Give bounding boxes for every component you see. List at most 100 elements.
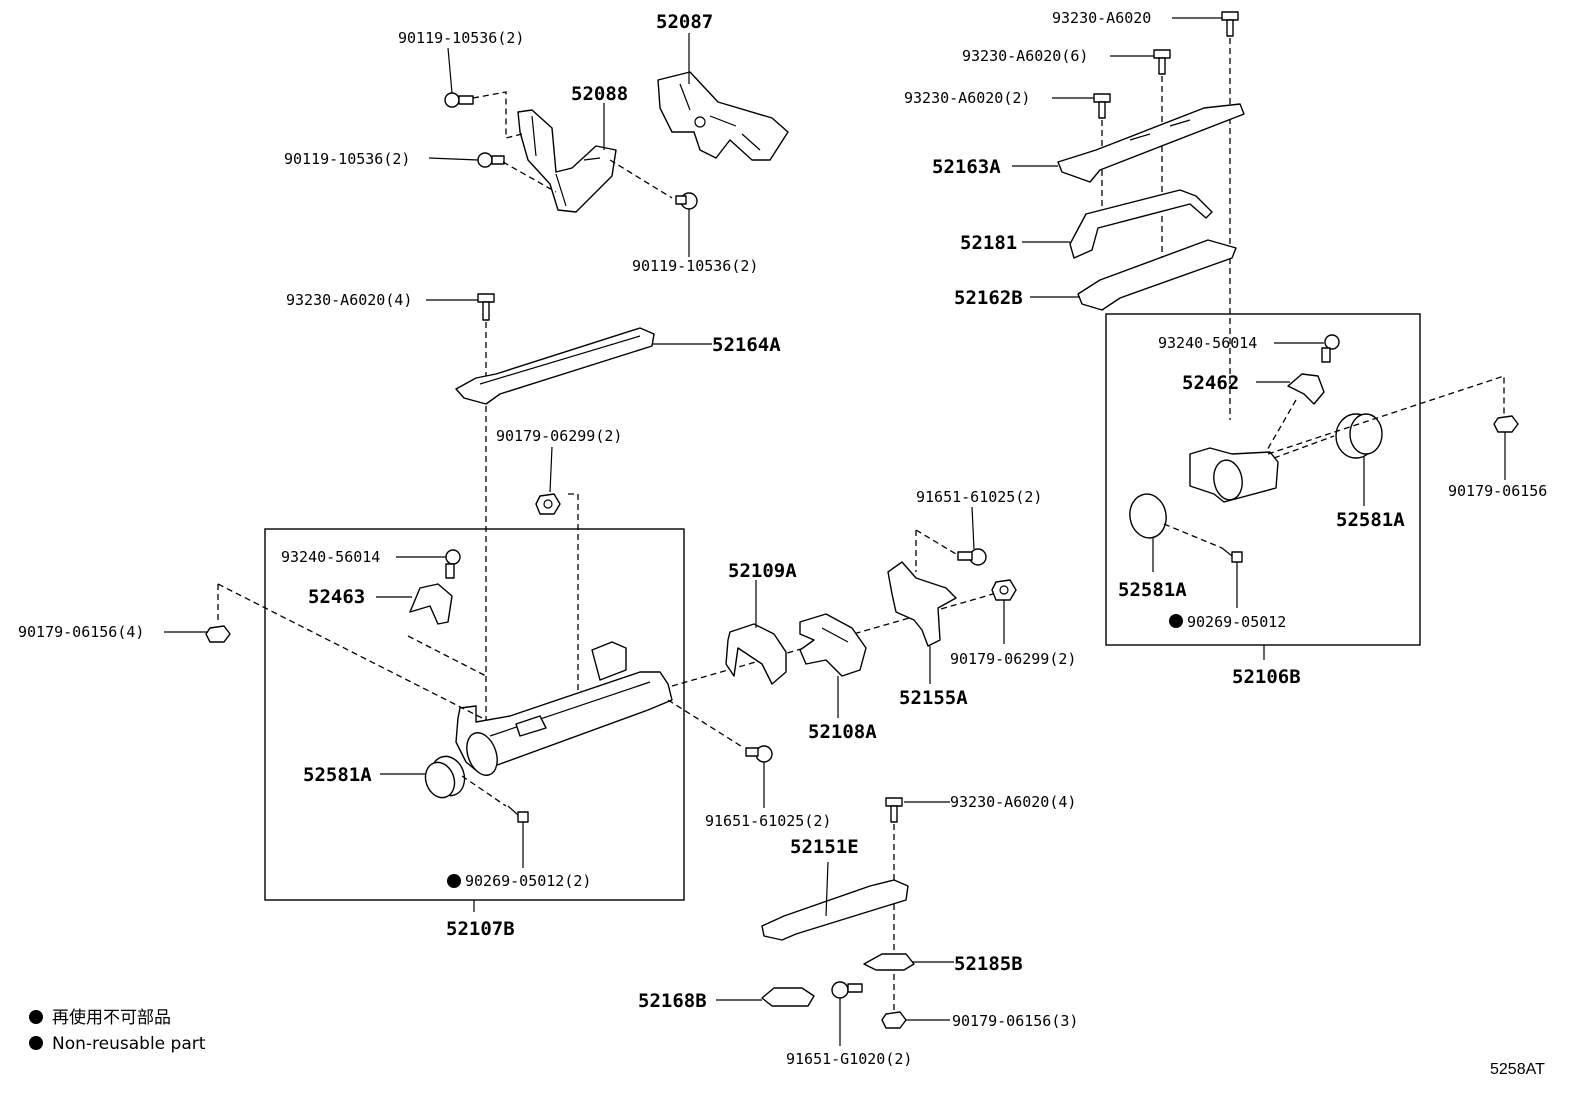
- part-label-90179-06156: 90179-06156(4): [18, 623, 144, 641]
- part-label-90119-10536: 90119-10536(2): [398, 29, 524, 47]
- dashed-guide: [568, 493, 579, 700]
- part-label-90179-06156: 90179-06156: [1448, 482, 1547, 500]
- part-label-90179-06299: 90179-06299(2): [496, 427, 622, 445]
- cap-52581A: [424, 755, 466, 799]
- bolt-90269-05012: [507, 805, 529, 823]
- part-label-93230-A6020: 93230-A6020(6): [962, 47, 1088, 65]
- dashed-guide: [461, 775, 507, 807]
- bracket-52168B: [761, 987, 815, 1007]
- nut-90179-06299: [991, 579, 1017, 601]
- part-label-52462: 52462: [1182, 372, 1239, 394]
- part-label-93240-56014: 93240-56014: [1158, 334, 1257, 352]
- part-label-90179-06156: 90179-06156(3): [952, 1012, 1078, 1030]
- dashed-guide: [1265, 399, 1297, 453]
- bolt-91651-61025: [745, 745, 773, 763]
- nut-90179-06156: [881, 1011, 907, 1029]
- bolt-91651-G1020: [831, 981, 863, 999]
- part-label-52106B: 52106B: [1232, 666, 1301, 688]
- leader-line: [428, 157, 479, 161]
- group-box-52106B: [1105, 313, 1421, 646]
- bolt-91651-61025: [957, 548, 987, 566]
- part-label-52181: 52181: [960, 232, 1017, 254]
- bolt-93230: [477, 293, 495, 321]
- part-label-52108A: 52108A: [808, 721, 877, 743]
- cap-52581A: [1335, 413, 1383, 459]
- legend-jp: 再使用不可部品: [52, 1007, 171, 1028]
- dashed-guide: [1267, 375, 1505, 455]
- stopper-52462: [1287, 373, 1325, 405]
- part-label-52162B: 52162B: [954, 287, 1023, 309]
- part-label-93230-A6020: 93230-A6020(4): [950, 793, 1076, 811]
- bracket-52088: [517, 109, 617, 213]
- nut-90179-06299: [535, 493, 561, 515]
- part-label-52088: 52088: [571, 83, 628, 105]
- tube-assembly: [1189, 447, 1279, 503]
- leader-line: [825, 861, 829, 917]
- part-label-93230-A6020: 93230-A6020: [1052, 9, 1151, 27]
- dashed-guide: [667, 699, 745, 749]
- non-reusable-dot: [1169, 614, 1183, 628]
- part-label-90119-10536: 90119-10536(2): [632, 257, 758, 275]
- part-label-52107B: 52107B: [446, 918, 515, 940]
- diagram-code: 5258AT: [1490, 1061, 1545, 1078]
- part-label-52087: 52087: [656, 11, 713, 33]
- legend-dot: [29, 1010, 43, 1024]
- dashed-guide: [915, 529, 957, 572]
- bolt-93240-56014: [1321, 334, 1340, 363]
- legend-en: Non-reusable part: [52, 1034, 206, 1054]
- part-label-90269-05012: 90269-05012(2): [465, 872, 591, 890]
- bracket-52185B: [863, 953, 915, 971]
- part-label-52581A: 52581A: [1118, 579, 1187, 601]
- cap-52581A: [1129, 493, 1167, 539]
- crossmember-pipe: [455, 641, 673, 776]
- part-label-52109A: 52109A: [728, 560, 797, 582]
- dashed-guide: [1273, 435, 1335, 459]
- bolt-93240-56014: [445, 549, 461, 579]
- leader-line: [447, 47, 453, 94]
- leader-line: [971, 506, 975, 550]
- non-reusable-dot: [447, 874, 461, 888]
- dashed-guide: [1163, 523, 1223, 549]
- part-label-90119-10536: 90119-10536(2): [284, 150, 410, 168]
- bolt-93230-6: [1153, 49, 1171, 75]
- part-label-90269-05012: 90269-05012: [1187, 613, 1286, 631]
- dashed-guide: [217, 583, 487, 721]
- part-label-52581A: 52581A: [303, 764, 372, 786]
- nut-90179-06156: [1493, 415, 1519, 433]
- bracket-52155A: [887, 561, 957, 647]
- bolt-90269-05012: [1221, 547, 1243, 563]
- part-label-90179-06299: 90179-06299(2): [950, 650, 1076, 668]
- dashed-guide: [407, 635, 487, 677]
- part-label-91651-61025: 91651-61025(2): [705, 812, 831, 830]
- part-label-93240-56014: 93240-56014: [281, 548, 380, 566]
- part-label-52185B: 52185B: [954, 953, 1023, 975]
- plate-52162B: [1077, 239, 1237, 311]
- part-label-52581A: 52581A: [1336, 509, 1405, 531]
- part-label-93230-A6020: 93230-A6020(2): [904, 89, 1030, 107]
- legend-dot: [29, 1036, 43, 1050]
- part-label-91651-61025: 91651-61025(2): [916, 488, 1042, 506]
- part-label-52463: 52463: [308, 586, 365, 608]
- part-label-52164A: 52164A: [712, 334, 781, 356]
- bolt-93230-A6020: [885, 797, 903, 823]
- bolt-93230-2: [1093, 93, 1111, 119]
- plate-52163A: [1057, 103, 1245, 183]
- part-label-52155A: 52155A: [899, 687, 968, 709]
- bracket-52108A: [799, 613, 867, 677]
- stopper-52463: [409, 583, 453, 625]
- bolts-90119: [444, 92, 698, 210]
- dashed-guide: [609, 159, 673, 199]
- bracket-52151E: [761, 879, 909, 941]
- dashed-guide: [472, 91, 523, 139]
- nut-90179-06156: [205, 625, 231, 643]
- bracket-52109A: [725, 623, 787, 685]
- bracket-52087: [657, 71, 789, 161]
- part-label-52151E: 52151E: [790, 836, 859, 858]
- bracket-52181: [1069, 189, 1213, 259]
- part-label-91651-G1020: 91651-G1020(2): [786, 1050, 912, 1068]
- leader-line: [549, 446, 553, 493]
- part-label-52168B: 52168B: [638, 990, 707, 1012]
- bolt-93230-top: [1221, 11, 1239, 37]
- part-label-93230-A6020: 93230-A6020(4): [286, 291, 412, 309]
